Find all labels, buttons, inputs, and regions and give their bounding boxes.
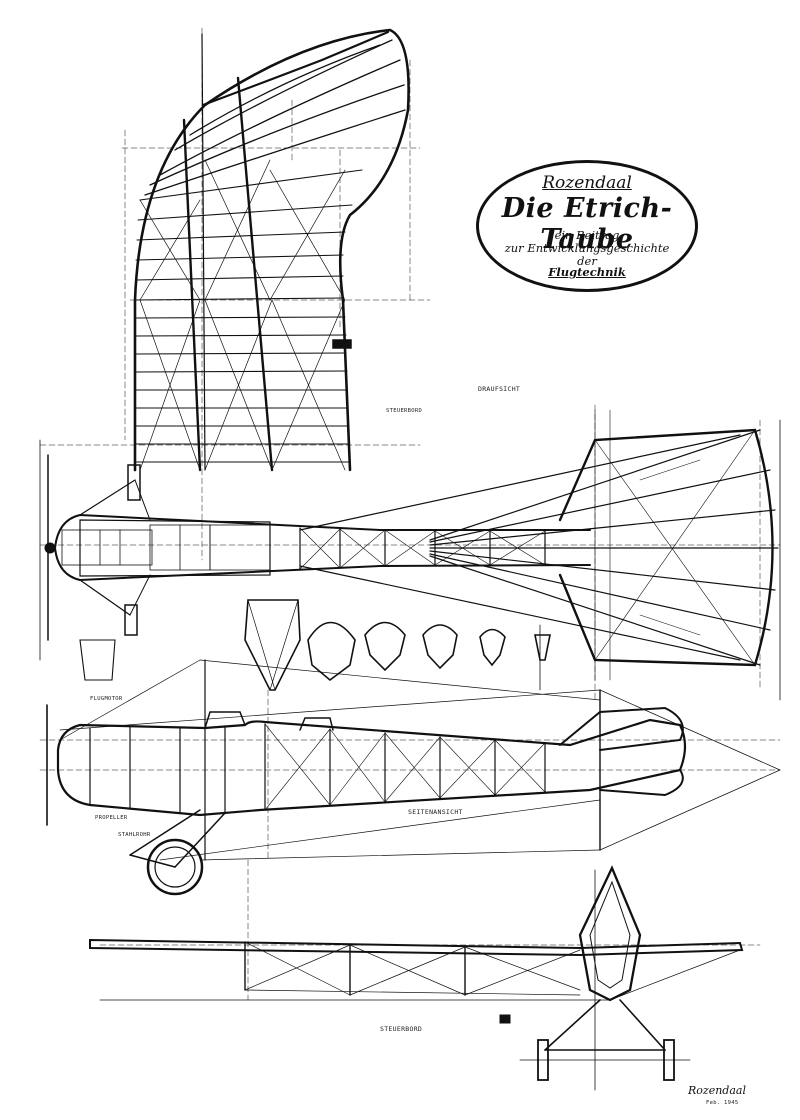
- front-view: [89, 859, 761, 1081]
- cartouche-author: Rozendaal: [542, 173, 632, 193]
- cross-sections: [79, 599, 551, 691]
- label-propeller: PROPELLER: [95, 815, 128, 821]
- side-view: [39, 659, 781, 896]
- label-flugmotor: FLUGMOTOR: [90, 696, 123, 702]
- cartouche-line-3: der: [577, 254, 597, 268]
- fuselage-top-view: [39, 404, 781, 701]
- cartouche-line-1: ein Beitrag: [554, 228, 620, 242]
- title-cartouche: Rozendaal Die Etrich-Taube ein Beitrag z…: [476, 160, 698, 292]
- signature-date: Feb. 1945: [706, 1100, 739, 1106]
- signature: Rozendaal: [688, 1084, 746, 1097]
- label-steuerbord: STEUERBORD: [386, 408, 423, 414]
- misc-marks: [39, 419, 781, 1091]
- label-steuerbord-front: STEUERBORD: [380, 1025, 423, 1033]
- cartouche-line-4: Flugtechnik: [548, 265, 626, 279]
- wing-top-view: [121, 27, 431, 561]
- label-seitenansicht: SEITENANSICHT: [408, 808, 463, 816]
- cartouche-line-2: zur Entwicklungsgeschichte: [504, 241, 670, 255]
- label-stahlrohr: STAHLROHR: [118, 832, 151, 838]
- cartouche-title: Die Etrich-Taube: [501, 193, 673, 255]
- label-draufsicht: DRAUFSICHT: [478, 385, 521, 393]
